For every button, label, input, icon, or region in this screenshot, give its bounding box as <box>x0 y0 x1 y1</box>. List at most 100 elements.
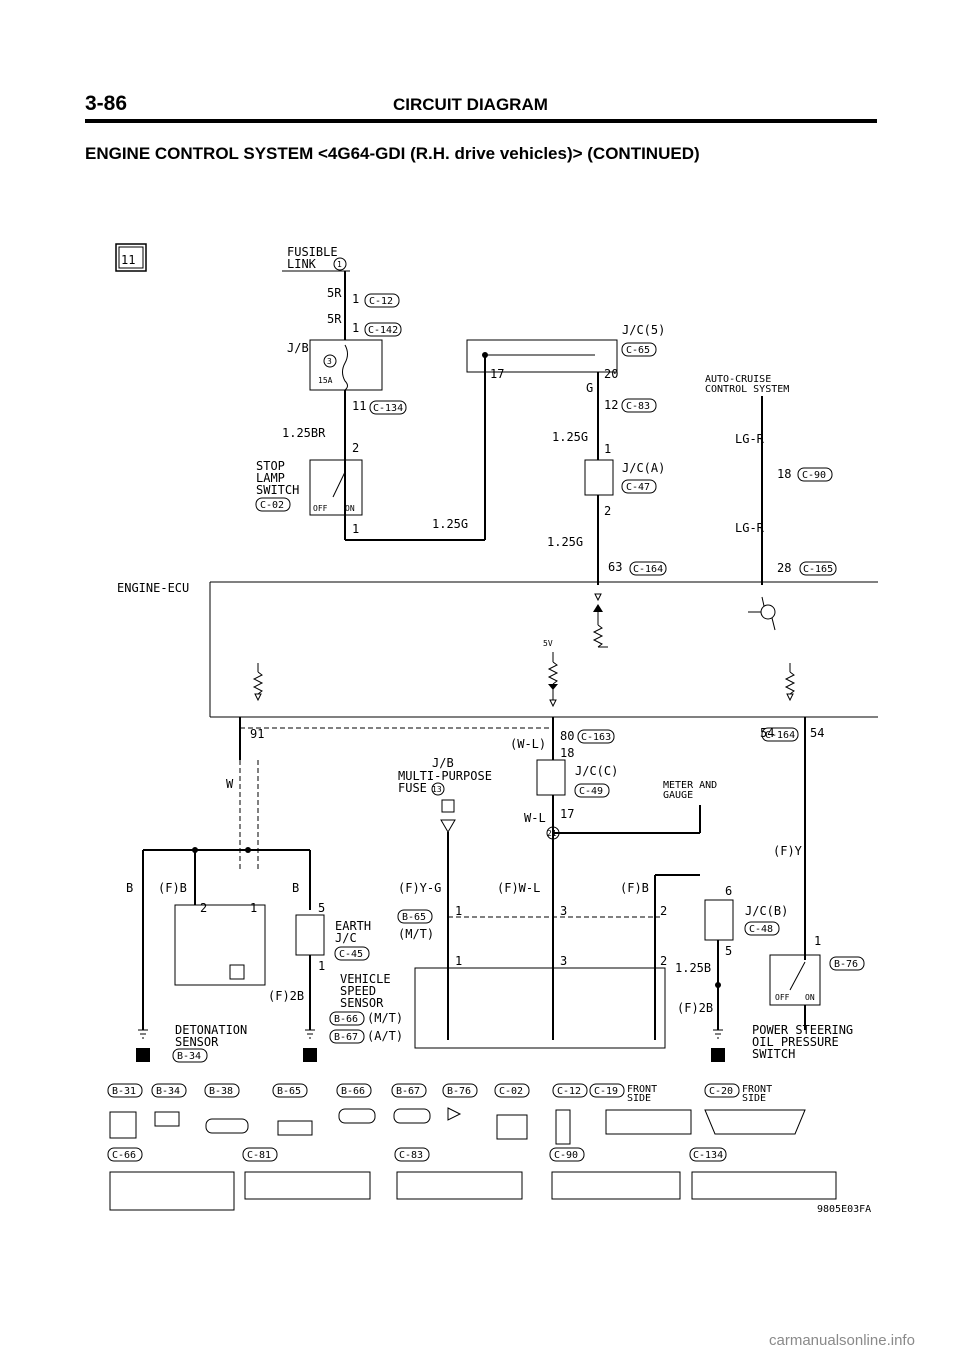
svg-text:B-31: B-31 <box>112 1086 136 1097</box>
conn-c83: C-83 <box>394 1147 523 1200</box>
conn-c90: C-90 <box>549 1147 681 1200</box>
wire-125g-b: 1.25G <box>552 430 588 444</box>
svg-text:SIDE: SIDE <box>627 1093 651 1104</box>
det-connector: B-34 <box>177 1051 201 1062</box>
wire-fb-2: (F)B <box>620 881 649 895</box>
connector-c49-tag <box>574 783 610 798</box>
vss-b65-mt: (M/T) <box>398 927 434 941</box>
svg-text:B-34: B-34 <box>156 1086 180 1097</box>
svg-text:C-19: C-19 <box>594 1086 618 1097</box>
pin-80-c163: 80 <box>560 729 574 743</box>
wire-125b-node <box>715 982 721 988</box>
junction-21: 21 <box>547 829 557 838</box>
wire-5r-2: 5R <box>327 312 342 326</box>
multi-fuse-sheet-ref <box>441 799 455 813</box>
ps-switch-box <box>769 954 821 1006</box>
connector-b34-tag <box>172 1048 208 1063</box>
svg-text:B-65: B-65 <box>277 1086 301 1097</box>
page-number: 3-86 <box>85 92 127 115</box>
connector-c142-tag <box>364 322 402 337</box>
connector-c65-label: C-65 <box>626 345 650 356</box>
svg-text:C-90: C-90 <box>554 1150 578 1161</box>
pin-6-jcb: 6 <box>725 884 732 898</box>
wire-b-bus <box>142 847 311 1030</box>
wire-g: G <box>586 381 593 395</box>
connector-c65-tag <box>621 342 657 357</box>
pin-2-b65: 2 <box>660 904 667 918</box>
connector-c164b-label: C-164 <box>765 730 795 741</box>
connector-c90-tag <box>797 467 833 482</box>
ground-ref-boxes <box>136 1048 725 1062</box>
pin-1-vss: 1 <box>455 954 462 968</box>
connector-c134-tag <box>369 400 407 415</box>
wire-f2b-1-label: (F)2B <box>268 989 304 1003</box>
stop-lamp-connector: C-02 <box>260 500 284 511</box>
connector-b67-tag <box>329 1029 365 1044</box>
meter-label-2: GAUGE <box>663 790 693 801</box>
vss-box <box>414 967 666 1049</box>
ecu-91-dashed-bus <box>239 717 553 870</box>
wire-w: W <box>226 777 234 791</box>
jb2-label: J/B <box>432 756 454 770</box>
stop-lamp-on: ON <box>345 504 355 513</box>
pin-3-vss: 3 <box>560 954 567 968</box>
stop-lamp-switch-blade <box>332 471 346 498</box>
pin-1-jca: 1 <box>604 442 611 456</box>
meter-label-1: METER AND <box>663 780 717 791</box>
section-title: CIRCUIT DIAGRAM <box>393 95 548 114</box>
svg-text:C-12: C-12 <box>557 1086 581 1097</box>
conn-c66: C-66 <box>107 1147 235 1211</box>
stop-lamp-off: OFF <box>313 504 328 513</box>
jc5-node <box>482 352 488 358</box>
stop-lamp-label-3: SWITCH <box>256 483 299 497</box>
fusible-link-label: FUSIBLE <box>287 245 338 259</box>
pin-1-b65: 1 <box>455 904 462 918</box>
svg-text:FRONT: FRONT <box>627 1084 657 1095</box>
svg-text:B-76: B-76 <box>447 1086 471 1097</box>
jcb-box <box>704 899 734 941</box>
svg-text:11: 11 <box>121 253 135 267</box>
connector-c163-tag <box>577 729 615 744</box>
vss-at: (A/T) <box>367 1029 403 1043</box>
svg-text:C-20: C-20 <box>709 1086 733 1097</box>
connector-c49-label: C-49 <box>579 786 603 797</box>
conn-c02: C-02 <box>494 1083 530 1140</box>
ground-symbols <box>138 1029 723 1039</box>
earth-jc-label-1: EARTH <box>335 919 371 933</box>
pin-1-ps: 1 <box>814 934 821 948</box>
wire-lgr-1: LG-R <box>735 432 765 446</box>
detonation-sensor-box <box>174 904 266 986</box>
wire-125br: 1.25BR <box>282 426 326 440</box>
connector-c47-tag <box>621 479 657 494</box>
multi-fuse-number-circle <box>431 782 445 796</box>
pin-2-det: 2 <box>200 901 207 915</box>
det-label-1: DETONATION <box>175 1023 247 1037</box>
fusible-link-number-circle <box>333 257 347 271</box>
wire-fy-label: (F)Y <box>773 844 803 858</box>
multi-fuse-arrow <box>440 819 456 833</box>
fuse-symbol <box>342 344 348 391</box>
connector-c02-tag <box>255 497 291 512</box>
connector-c12-label: C-12 <box>369 296 393 307</box>
multi-fuse-label: FUSE <box>398 781 427 795</box>
svg-text:C-02: C-02 <box>499 1086 523 1097</box>
conn-b76: B-76 <box>442 1083 478 1121</box>
pin-63-c164: 63 <box>608 560 622 574</box>
wire-fyg-label: (F)Y-G <box>398 881 441 895</box>
ps-off: OFF <box>775 993 790 1002</box>
vss-b65: B-65 <box>402 912 426 923</box>
vss-label-2: SPEED <box>340 984 376 998</box>
page-subtitle: ENGINE CONTROL SYSTEM <4G64-GDI (R.H. dr… <box>85 144 700 163</box>
vss-b67: B-67 <box>334 1032 358 1043</box>
pin-1-det: 1 <box>250 901 257 915</box>
power-wire-main <box>344 271 595 541</box>
detonation-sensor-element <box>229 964 245 980</box>
connector-c164b-tag <box>761 727 799 742</box>
wire-125b: 1.25B <box>675 961 711 975</box>
wire-lgr-2: LG-R <box>735 521 765 535</box>
connector-c48-tag <box>744 921 780 936</box>
connector-c48-label: C-48 <box>749 924 773 935</box>
jcc-label: J/C(C) <box>575 764 618 778</box>
ps-label-1: POWER STEERING <box>752 1023 853 1037</box>
pin-91: 91 <box>250 727 264 741</box>
